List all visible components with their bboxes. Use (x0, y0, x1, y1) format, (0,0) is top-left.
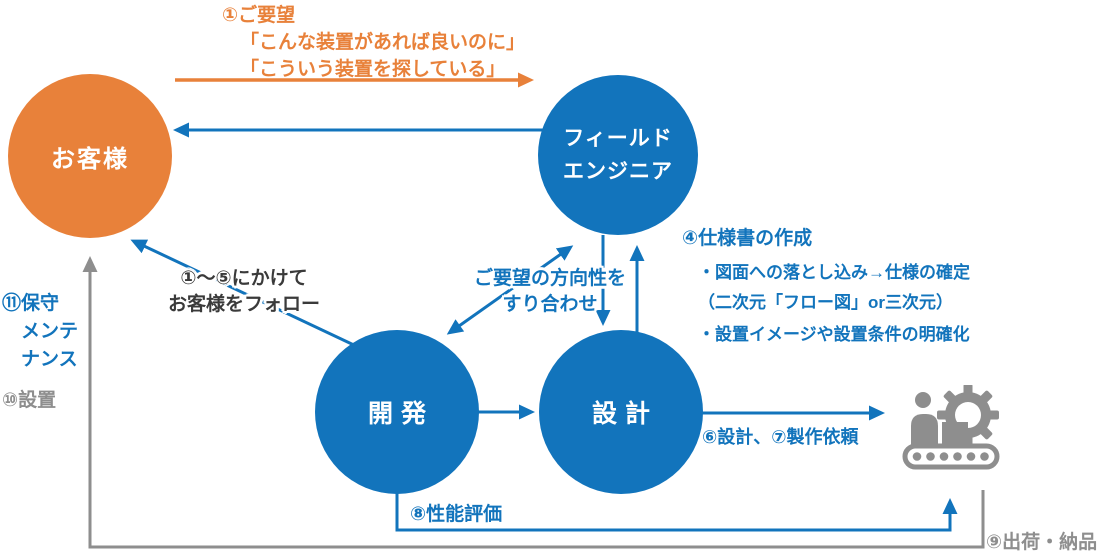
follow-line2: お客様をフォロー (167, 294, 320, 315)
box-icon (942, 422, 968, 446)
spec-item2: ・設置イメージや設置条件の明確化 (698, 325, 970, 344)
spec-item1: ・図面への落とし込み→仕様の確定 (698, 263, 970, 282)
dev-fe-sync-arrow (446, 245, 574, 335)
worker-icon (911, 392, 938, 447)
align-annotation: ご要望の方向性を すり合わせ (435, 266, 665, 318)
maintenance-line3: ナンス (21, 349, 78, 370)
performance-arrow (395, 490, 958, 532)
spec-title: ④仕様書の作成 (682, 228, 813, 249)
field-engineer-label-line2: エンジニア (563, 160, 673, 183)
spec-item1-sub: （二次元「フロー図」or三次元） (698, 293, 953, 312)
delivery-arrow (82, 256, 985, 549)
field-engineer-node: フィールド エンジニア (538, 75, 698, 235)
align-line2: すり合わせ (502, 294, 598, 315)
design-label: 設計 (591, 400, 658, 428)
request-annotation: ①ご要望 「こんな装置があれば良いのに」 「こういう装置を探している」 (222, 2, 525, 83)
shipping-annotation: ⑨出荷・納品 (986, 532, 1098, 552)
field-engineer-label-line1: フィールド (563, 127, 673, 150)
follow-annotation: ①〜⑤にかけて お客様をフォロー (124, 266, 364, 318)
maintenance-line2: メンテ (21, 321, 79, 342)
installation-annotation: ⑩設置 (2, 390, 57, 411)
development-label: 開発 (367, 400, 434, 428)
customer-label: お客様 (51, 145, 129, 173)
factory-node (887, 365, 1017, 495)
maintenance-annotation: ⑪保守 メンテ ナンス (2, 290, 78, 374)
development-node: 開発 (315, 330, 479, 494)
customer-node: お客様 (8, 74, 172, 238)
follow-line1: ①〜⑤にかけて (180, 268, 308, 289)
performance-annotation: ⑧性能評価 (410, 504, 503, 525)
conveyor-icon (902, 443, 1000, 470)
design-node: 設計 (539, 330, 703, 494)
request-quote2: 「こういう装置を探している」 (240, 59, 506, 80)
design-order-annotation: ⑥設計、⑦製作依頼 (702, 427, 859, 447)
request-quote1: 「こんな装置があれば良いのに」 (240, 32, 526, 53)
align-line1: ご要望の方向性を (473, 268, 626, 289)
factory-production-icon (902, 385, 1000, 470)
follow-arrow (130, 239, 357, 348)
maintenance-line1: ⑪保守 (2, 293, 60, 314)
request-title: ①ご要望 (222, 5, 296, 26)
spec-annotation: ④仕様書の作成 ・図面への落とし込み→仕様の確定 （二次元「フロー図」or三次元… (682, 226, 970, 348)
